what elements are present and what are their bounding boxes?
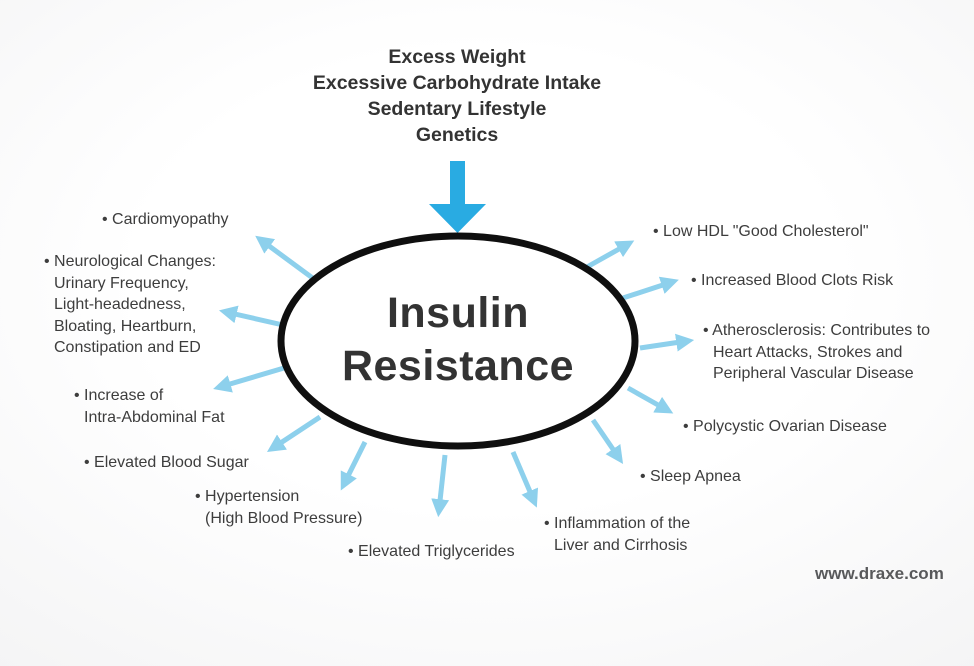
effect-label-low-hdl: • Low HDL "Good Cholesterol": [653, 223, 869, 240]
arrow-elevated-blood-sugar: [266, 414, 322, 452]
effect-label-neurological-changes: • Neurological Changes: Urinary Frequenc…: [44, 253, 216, 356]
effect-label-hypertension: • Hypertension (High Blood Pressure): [195, 488, 363, 527]
effect-label-inflammation-liver: • Inflammation of the Liver and Cirrhosi…: [544, 515, 691, 554]
effect-label-sleep-apnea: • Sleep Apnea: [640, 468, 741, 485]
arrow-inflammation-liver: [510, 451, 539, 508]
arrow-neurological-changes: [218, 305, 284, 328]
effect-label-atherosclerosis: • Atherosclerosis: Contributes to Heart …: [703, 322, 931, 382]
arrow-low-hdl: [585, 240, 635, 270]
effect-label-blood-clots-risk: • Increased Blood Clots Risk: [691, 272, 894, 289]
watermark: www.draxe.com: [815, 564, 944, 583]
effect-label-intra-abdominal-fat: • Increase of Intra-Abdominal Fat: [74, 387, 225, 426]
center-label: Insulin Resistance: [341, 289, 575, 390]
arrow-sleep-apnea: [590, 418, 624, 464]
arrow-polycystic-ovarian-disease: [626, 385, 674, 414]
arrow-atherosclerosis: [639, 333, 695, 352]
effect-label-cardiomyopathy: • Cardiomyopathy: [102, 211, 229, 228]
arrow-elevated-triglycerides: [431, 454, 450, 518]
arrow-hypertension: [340, 440, 368, 491]
effect-label-elevated-triglycerides: • Elevated Triglycerides: [348, 543, 515, 560]
causes-text: Excess Weight Excessive Carbohydrate Int…: [312, 46, 602, 146]
arrow-intra-abdominal-fat: [213, 365, 285, 393]
arrow-cardiomyopathy: [255, 235, 320, 285]
arrow-blood-clots-risk: [622, 276, 679, 301]
effect-label-polycystic-ovarian-disease: • Polycystic Ovarian Disease: [683, 418, 887, 435]
insulin-resistance-ellipse: [277, 232, 639, 450]
effect-arrows: [213, 235, 695, 518]
causes-down-arrow-icon: [429, 161, 486, 233]
effect-label-elevated-blood-sugar: • Elevated Blood Sugar: [84, 454, 249, 471]
